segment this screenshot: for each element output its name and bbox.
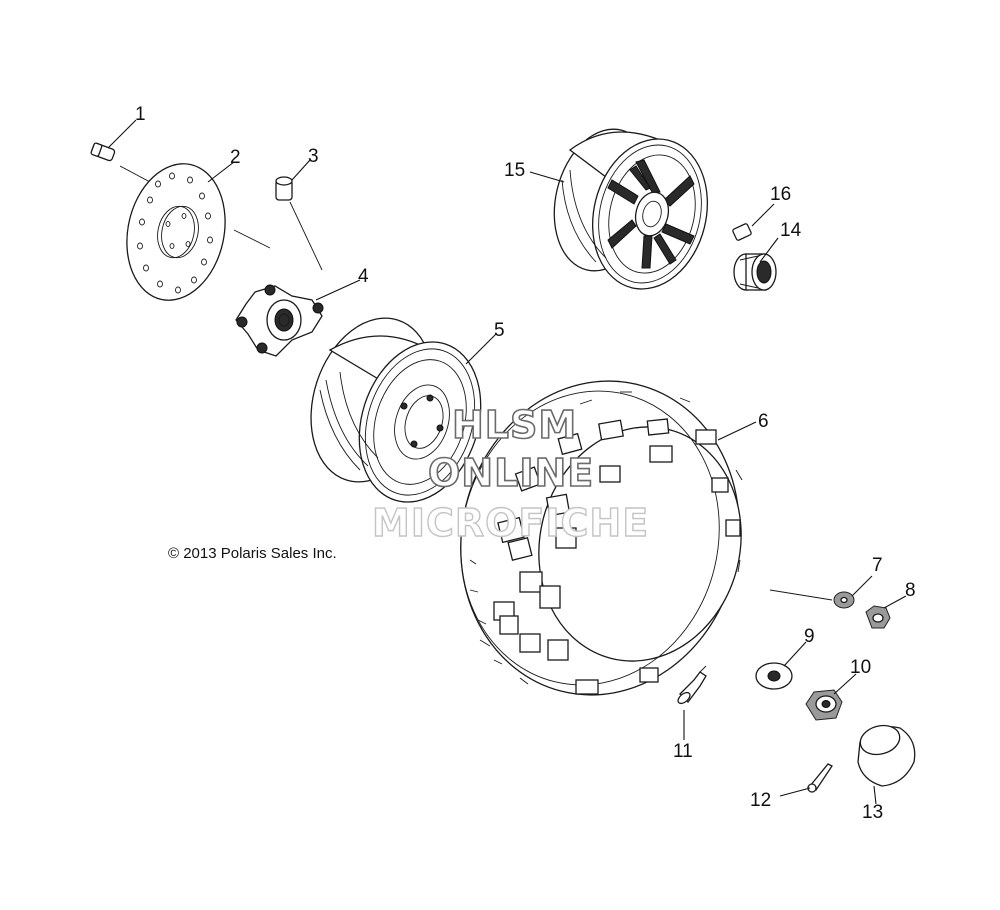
callout-14: 14 <box>780 220 802 241</box>
callout-9: 9 <box>804 626 815 647</box>
part-9-washer <box>755 662 793 690</box>
callout-16: 16 <box>770 184 791 205</box>
watermark-line-1: HLSM <box>452 403 577 447</box>
callout-3: 3 <box>308 146 319 167</box>
part-4-hub <box>235 284 324 357</box>
callout-4: 4 <box>358 266 369 287</box>
callout-10: 10 <box>850 657 871 678</box>
part-12-cotter-pin <box>807 763 833 793</box>
callout-5: 5 <box>494 320 505 341</box>
callout-12: 12 <box>750 790 771 811</box>
part-2-brake-disc <box>126 163 271 301</box>
callout-labels: 1 2 3 4 5 6 7 8 9 10 11 12 13 14 15 16 <box>135 104 916 823</box>
callout-7: 7 <box>872 555 883 576</box>
part-15-alloy-wheel <box>553 128 709 290</box>
part-5-wheel-rim <box>310 317 482 503</box>
callout-8: 8 <box>905 580 916 601</box>
callout-13: 13 <box>862 802 883 823</box>
part-3-stud <box>275 176 323 271</box>
part-1-bolt <box>90 142 151 183</box>
leader-lines <box>107 119 907 805</box>
part-13-cap <box>857 724 916 787</box>
callout-11: 11 <box>673 741 693 762</box>
part-10-castle-nut <box>805 689 843 721</box>
part-16-nut <box>732 223 752 241</box>
callout-15: 15 <box>504 160 525 181</box>
part-7-washer <box>769 589 855 609</box>
part-6-tire <box>460 380 743 696</box>
copyright-notice: © 2013 Polaris Sales Inc. <box>168 545 337 562</box>
part-14-center-cap <box>733 253 777 291</box>
watermark-line-2: ONLINE <box>428 451 594 495</box>
watermark-line-3: MICROFICHE <box>372 501 649 545</box>
callout-6: 6 <box>758 411 769 432</box>
part-8-nut <box>865 605 891 629</box>
callout-1: 1 <box>135 104 146 125</box>
callout-2: 2 <box>230 147 241 168</box>
watermark: HLSM ONLINE MICROFICHE <box>371 402 649 546</box>
part-11-valve-stem <box>677 665 707 705</box>
